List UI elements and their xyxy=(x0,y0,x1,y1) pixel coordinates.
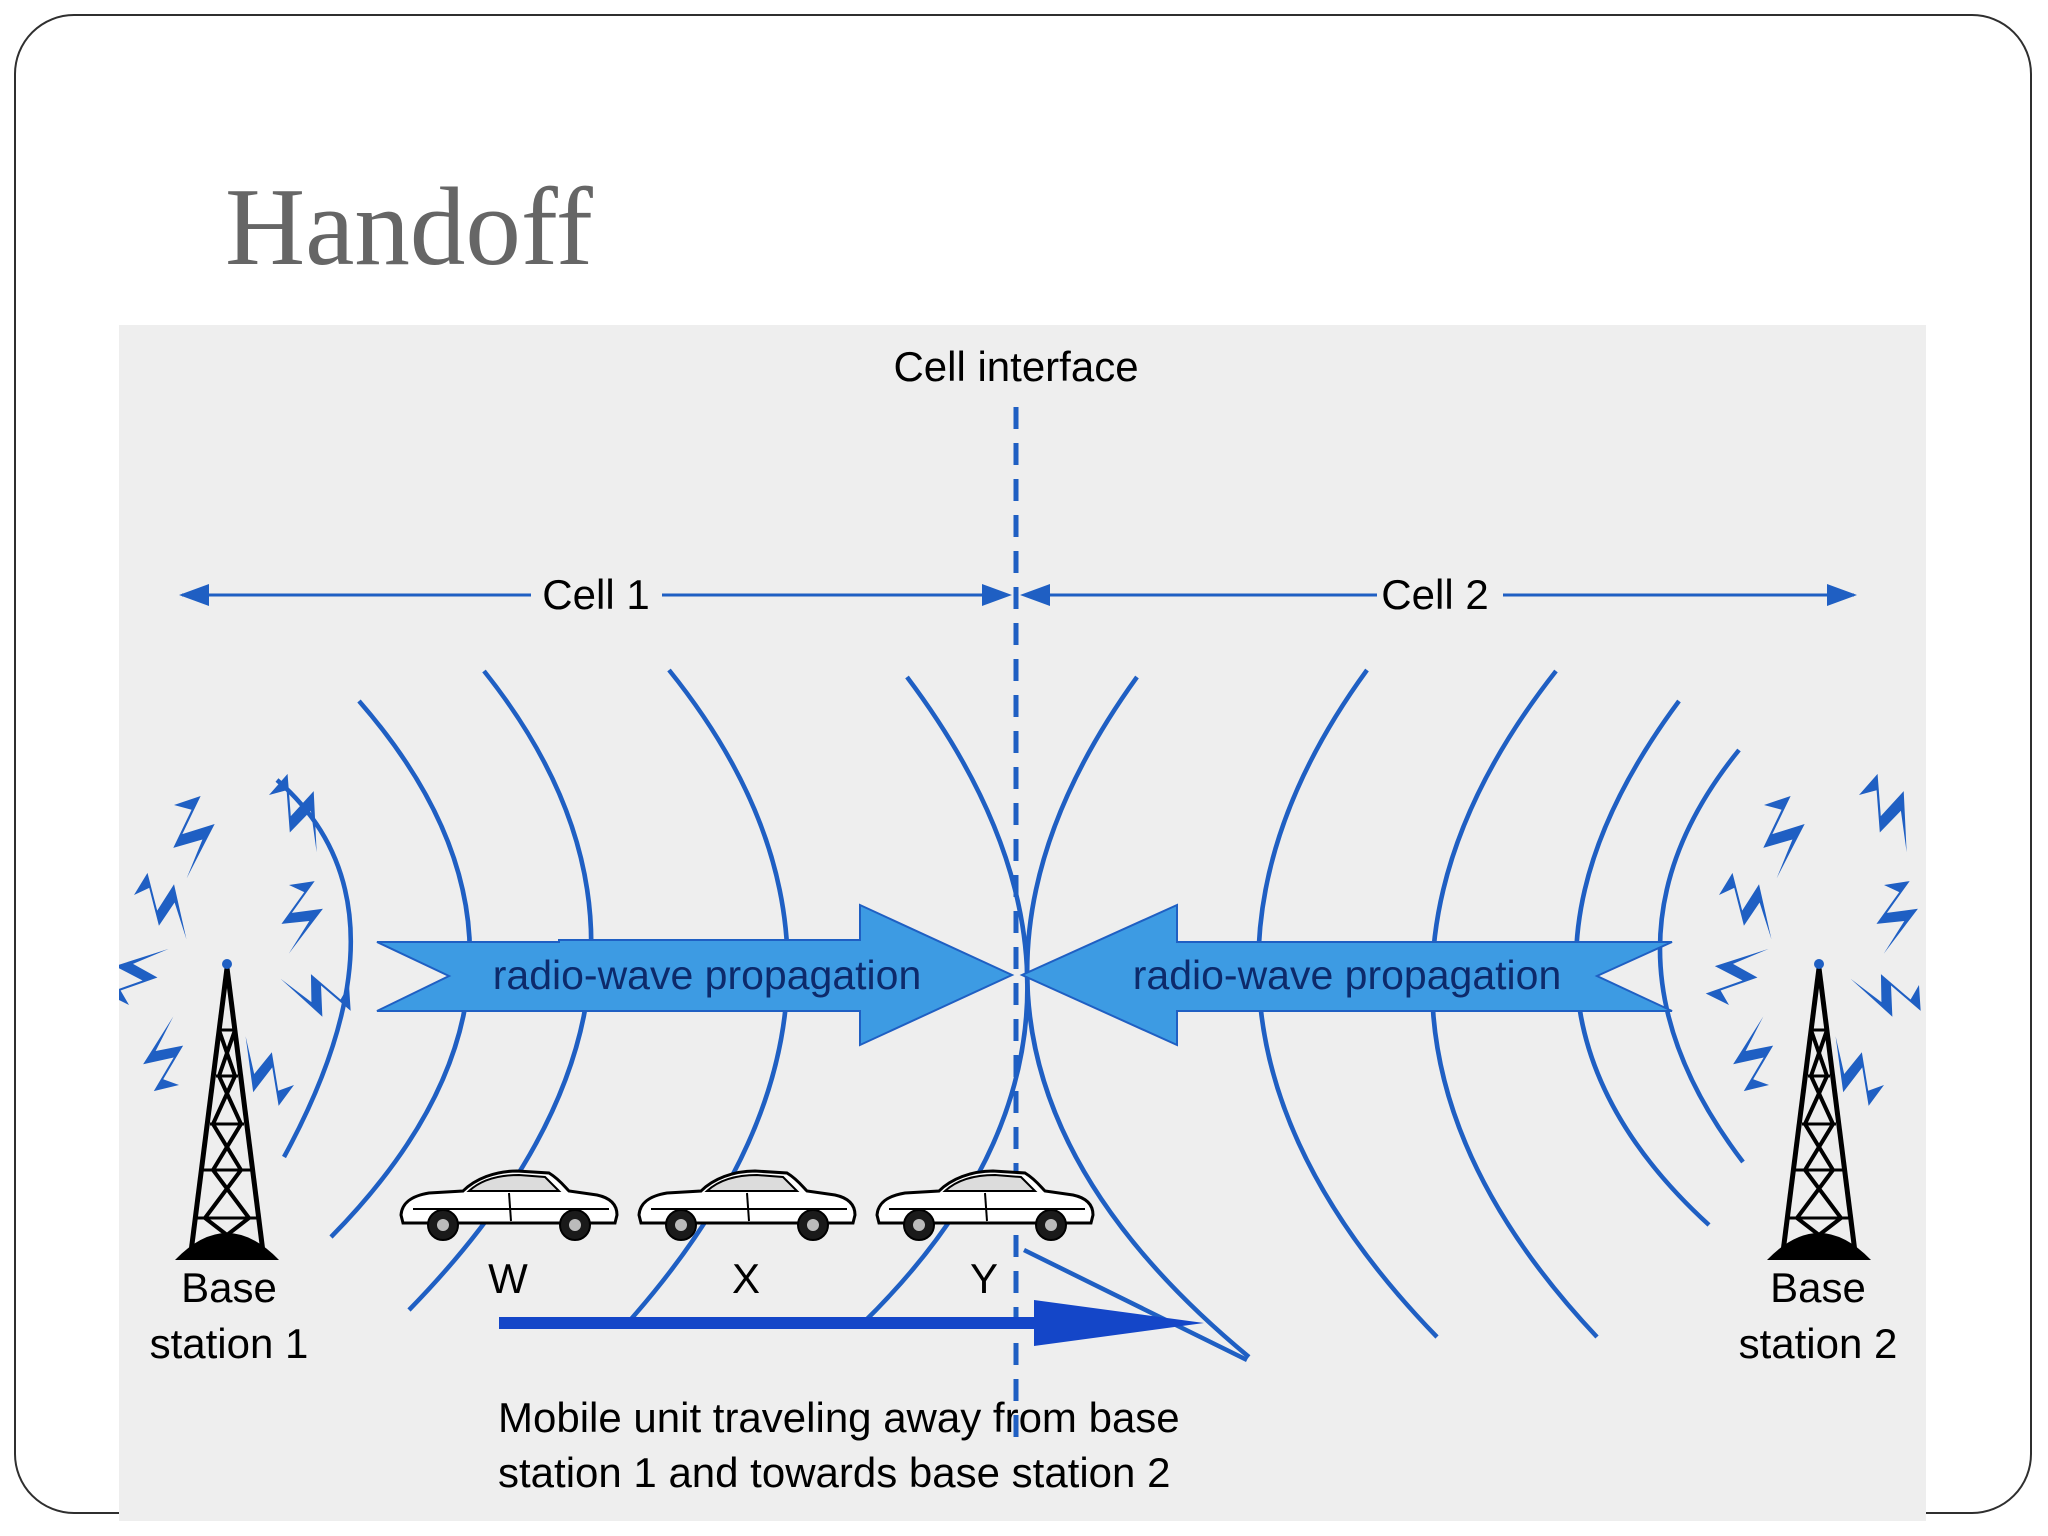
cell2-label: Cell 2 xyxy=(1381,571,1488,618)
base-station-2-signal-bolts xyxy=(1696,768,1926,1113)
position-label-w: W xyxy=(488,1255,528,1302)
cell1-label: Cell 1 xyxy=(542,571,649,618)
base-station-1-line2: station 1 xyxy=(150,1320,309,1367)
cell1-extent-arrow xyxy=(179,584,1012,606)
base-station-1-tower xyxy=(175,959,279,1260)
handoff-diagram: Cell interface Cell 1 Cell 2 radio-wave … xyxy=(119,325,1926,1521)
car-position-y xyxy=(875,1169,1095,1242)
base-station-2-tower xyxy=(1767,959,1871,1260)
propagation-arrow-left xyxy=(376,903,1015,1047)
base-station-2-line2: station 2 xyxy=(1739,1320,1898,1367)
motion-arrow xyxy=(499,1300,1204,1346)
base-station-1-line1: Base xyxy=(181,1264,277,1311)
car-position-w xyxy=(399,1169,619,1242)
propagation-left-label: radio-wave propagation xyxy=(493,952,922,998)
wave-arc xyxy=(1024,675,1251,1359)
propagation-right-label: radio-wave propagation xyxy=(1133,952,1562,998)
wave-arc xyxy=(1023,1247,1248,1363)
cell2-extent-arrow xyxy=(1020,584,1857,606)
cell-interface-label: Cell interface xyxy=(893,343,1138,390)
position-label-y: Y xyxy=(970,1255,998,1302)
wave-arc xyxy=(1657,748,1745,1164)
caption-line2: station 1 and towards base station 2 xyxy=(498,1449,1170,1496)
position-label-x: X xyxy=(732,1255,760,1302)
crossing-waves xyxy=(1023,1247,1248,1363)
car-position-x xyxy=(637,1169,857,1242)
slide-title: Handoff xyxy=(225,166,593,289)
base-station-2-line1: Base xyxy=(1770,1264,1866,1311)
propagation-arrow-right xyxy=(1019,903,1673,1047)
wave-arc xyxy=(859,675,1030,1327)
wave-arc xyxy=(275,778,353,1159)
handoff-diagram-svg: Cell interface Cell 1 Cell 2 radio-wave … xyxy=(119,343,1926,1496)
caption-line1: Mobile unit traveling away from base xyxy=(498,1394,1180,1441)
